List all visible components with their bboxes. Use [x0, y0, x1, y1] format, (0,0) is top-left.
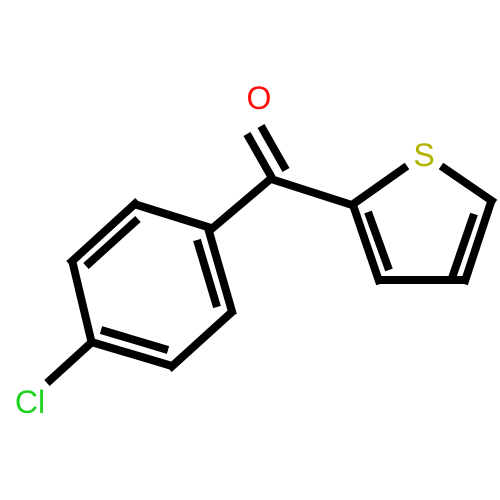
phenyl-c6-c1-inner-bond	[193, 238, 221, 309]
phenyl-c3-c4-bond	[68, 259, 96, 345]
phenyl-c2-c3-bond	[66, 198, 141, 267]
phenyl-c6-c1-bond	[204, 226, 237, 317]
phenyl-c1-c2-bond	[132, 200, 213, 232]
carbonyl-double-bond-inner	[257, 124, 290, 172]
thiophene-c5-c4-inner-bond	[448, 212, 478, 280]
thiophene-c5-c4-bond	[460, 197, 496, 286]
thiophene-c2-s-bond	[346, 162, 410, 211]
carbonyl-double-bond-outer	[243, 132, 276, 180]
carbonyl-phenyl-bond	[205, 172, 277, 236]
phenyl-c5-c6-bond	[166, 308, 236, 372]
phenyl-c4-c5-inner-bond	[99, 326, 170, 354]
phenyl-c2-c3-inner-bond	[83, 216, 141, 269]
phenyl-c4-c5-bond	[86, 337, 174, 370]
chlorine-atom-label: Cl	[15, 384, 45, 420]
oxygen-atom-label: O	[247, 80, 272, 116]
thiophene-s-c5-bond	[438, 162, 498, 207]
sulfur-atom-label: S	[413, 137, 434, 173]
carbon-chlorine-bond	[44, 339, 95, 386]
carbonyl-thiophene-bond	[269, 175, 354, 209]
thiophene-c3-c2-inner-bond	[364, 210, 393, 272]
thiophene-c3-c2-bond	[348, 200, 384, 286]
